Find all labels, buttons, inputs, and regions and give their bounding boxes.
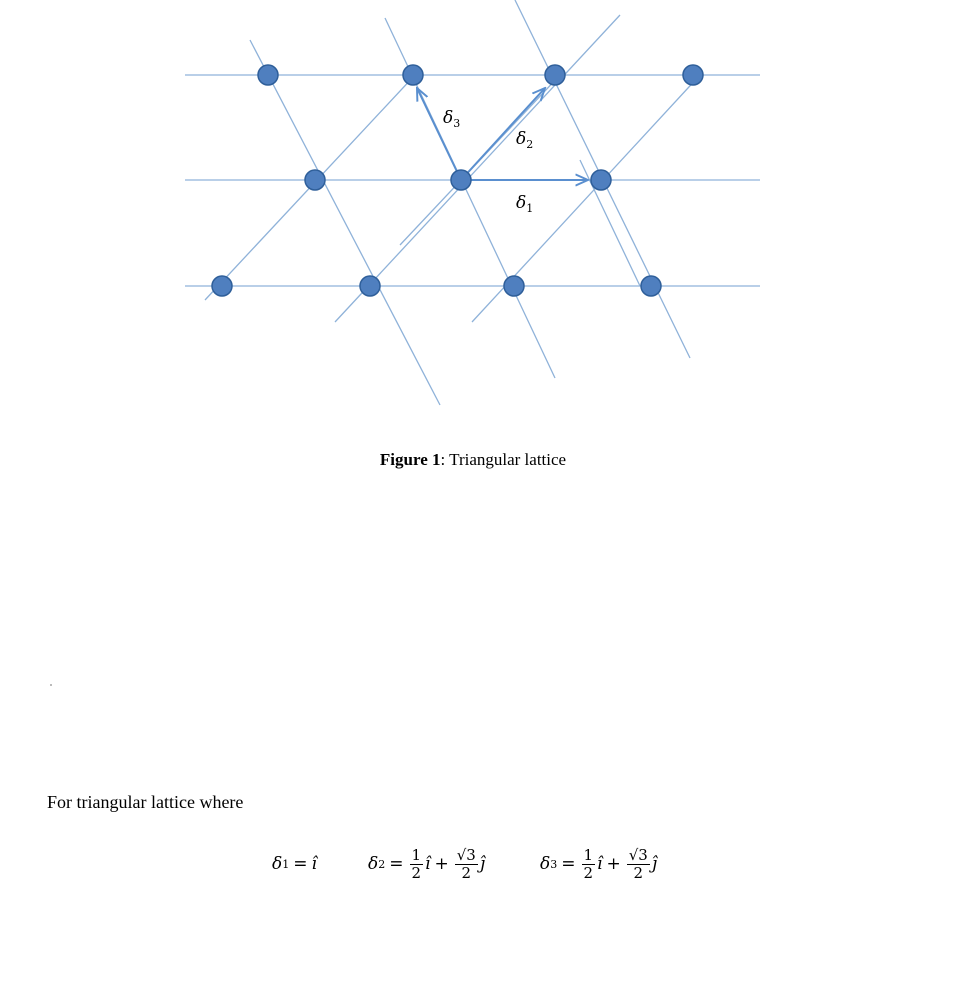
label-delta-3: δ3 (443, 108, 460, 130)
lattice-lines (185, 0, 760, 406)
lattice-vector-arrow (460, 88, 545, 181)
vector-labels: δ3 δ2 δ1 (443, 108, 533, 215)
triangular-lattice-figure: δ3 δ2 δ1 (185, 0, 760, 406)
figure-caption-label: Figure 1 (379, 450, 441, 469)
lattice-diagonal-line (249, 39, 441, 406)
lattice-node (590, 169, 612, 191)
lattice-nodes (211, 64, 704, 297)
stray-mark (50, 684, 52, 686)
lattice-node (503, 275, 525, 297)
lattice-node (682, 64, 704, 86)
lattice-node (640, 275, 662, 297)
lattice-node (359, 275, 381, 297)
figure-caption: Figure 1: Triangular lattice (0, 450, 946, 470)
lattice-node (304, 169, 326, 191)
lattice-node (257, 64, 279, 86)
lattice-diagonal-line (334, 14, 621, 323)
intro-text: For triangular lattice where (47, 792, 244, 812)
lattice-vectors (417, 88, 588, 180)
lattice-vector-arrow (417, 88, 462, 181)
lattice-node (211, 275, 233, 297)
lattice-node (402, 64, 424, 86)
label-delta-2: δ2 (516, 129, 533, 151)
lattice-diagonal-line (579, 159, 641, 287)
lattice-node (450, 169, 472, 191)
label-delta-1: δ1 (516, 193, 533, 215)
figure-caption-text: : Triangular lattice (440, 450, 567, 469)
lattice-node (544, 64, 566, 86)
